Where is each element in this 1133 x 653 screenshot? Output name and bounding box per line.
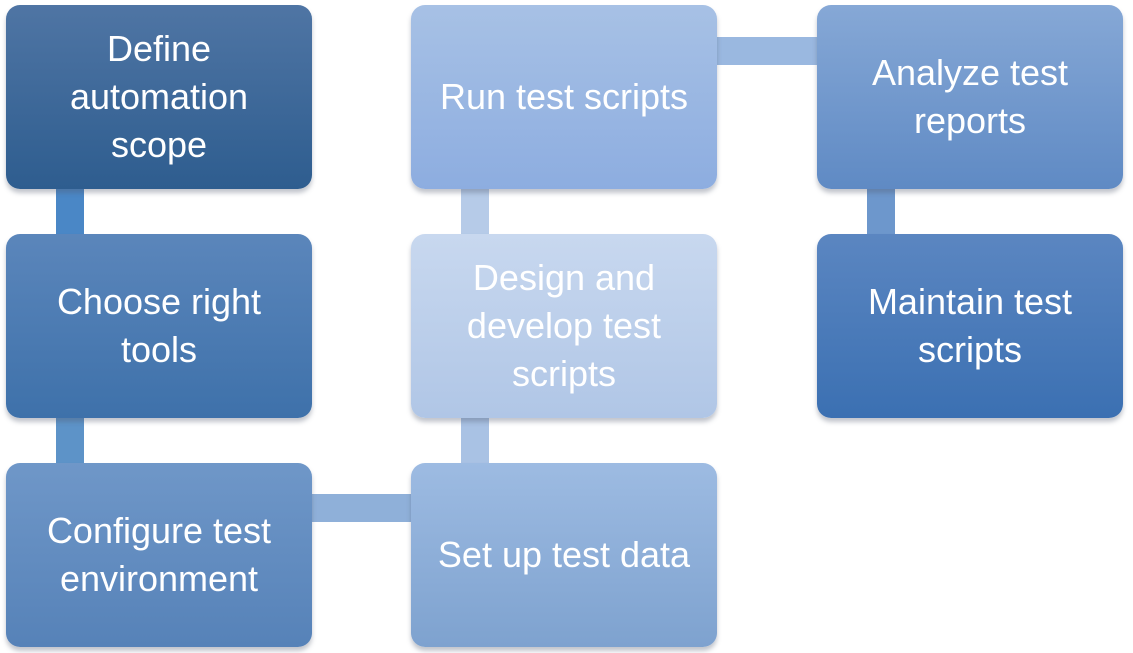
step-label: Maintain test scripts	[867, 281, 1073, 370]
step-analyze-test-reports: Analyze test reports	[817, 5, 1123, 189]
step-maintain-test-scripts: Maintain test scripts	[817, 234, 1123, 418]
connector-setup-to-design	[461, 414, 489, 466]
connector-define-to-choose	[56, 185, 84, 237]
step-label: Design and develop test scripts	[466, 257, 662, 394]
connector-analyze-to-maintain	[867, 185, 895, 237]
step-label: Run test scripts	[439, 76, 689, 117]
step-define-automation-scope: Define automation scope	[6, 5, 312, 189]
step-set-up-test-data: Set up test data	[411, 463, 717, 647]
step-label: Set up test data	[437, 534, 691, 575]
connector-design-to-run	[461, 185, 489, 237]
step-label: Choose right tools	[56, 281, 262, 370]
step-design-and-develop-test-scripts: Design and develop test scripts	[411, 234, 717, 418]
step-label: Configure test environment	[46, 510, 272, 599]
step-label: Analyze test reports	[871, 52, 1069, 141]
step-configure-test-environment: Configure test environment	[6, 463, 312, 647]
connector-configure-to-setup	[310, 494, 416, 522]
step-label: Define automation scope	[69, 28, 249, 165]
step-choose-right-tools: Choose right tools	[6, 234, 312, 418]
step-run-test-scripts: Run test scripts	[411, 5, 717, 189]
connector-run-to-analyze	[716, 37, 822, 65]
connector-choose-to-configure	[56, 414, 84, 466]
